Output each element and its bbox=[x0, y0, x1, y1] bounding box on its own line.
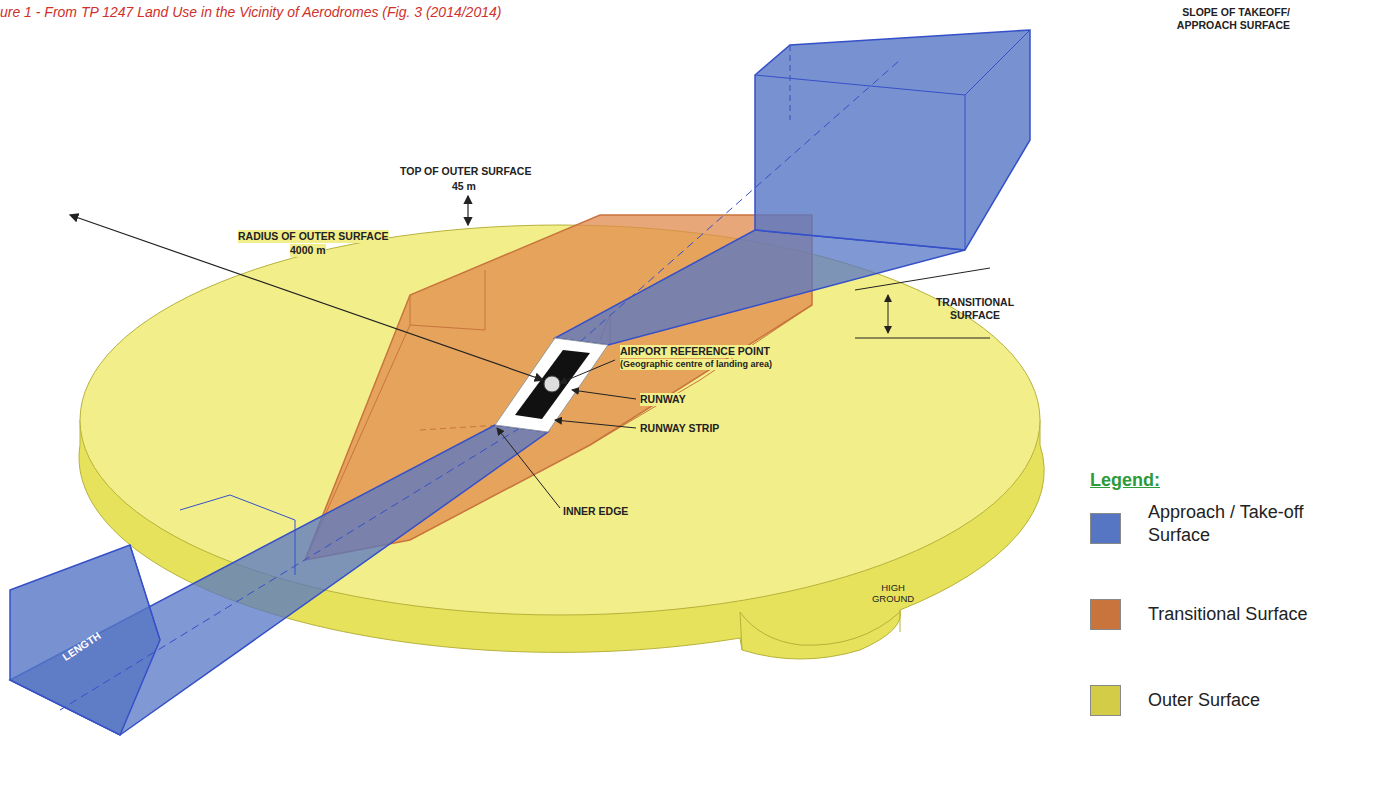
dimension-label: TOP OF OUTER SURFACE bbox=[400, 165, 531, 178]
approach-centreline bbox=[580, 60, 900, 342]
terrain-label: HIGH GROUND bbox=[868, 582, 918, 605]
part-label: RUNWAY STRIP bbox=[640, 422, 719, 435]
figure-caption: ure 1 - From TP 1247 Land Use in the Vic… bbox=[0, 4, 501, 20]
legend-title: Legend: bbox=[1090, 470, 1160, 491]
leader-line bbox=[855, 268, 990, 290]
leader-line bbox=[855, 338, 990, 339]
dimension-value: 45 m bbox=[452, 180, 476, 193]
approach-surface-box bbox=[10, 545, 160, 735]
part-label: RUNWAY bbox=[640, 393, 686, 406]
leader-line bbox=[555, 420, 636, 428]
reference-point-symbol bbox=[544, 376, 560, 392]
approach-edge bbox=[965, 95, 966, 250]
radius-arrow bbox=[70, 215, 543, 380]
part-label: INNER EDGE bbox=[563, 505, 628, 518]
part-label: AIRPORT REFERENCE POINT bbox=[620, 345, 770, 358]
approach-surface-box bbox=[755, 30, 1030, 250]
height-arrow bbox=[467, 196, 468, 225]
leader-line bbox=[560, 360, 615, 383]
approach-edge bbox=[130, 545, 160, 640]
high-ground bbox=[740, 612, 900, 645]
approach-surface bbox=[555, 230, 965, 345]
approach-edge bbox=[790, 45, 791, 120]
legend-swatch bbox=[1090, 513, 1121, 544]
legend-swatch bbox=[1090, 685, 1121, 716]
leader-line bbox=[572, 390, 636, 399]
approach-edge bbox=[180, 495, 295, 520]
runway-strip bbox=[495, 338, 608, 432]
dimension-label: RADIUS OF OUTER SURFACE bbox=[238, 230, 389, 243]
approach-centreline bbox=[60, 428, 520, 710]
runway bbox=[515, 350, 590, 419]
approach-surface bbox=[10, 425, 548, 735]
part-note: (Geographic centre of landing area) bbox=[620, 359, 772, 370]
legend-swatch bbox=[1090, 599, 1121, 630]
surface-label: SLOPE OF TAKEOFF/ APPROACH SURFACE bbox=[1165, 6, 1290, 31]
approach-edge bbox=[295, 520, 296, 575]
dimension-value: 4000 m bbox=[290, 244, 326, 257]
high-ground-edge bbox=[740, 612, 742, 650]
height-arrow bbox=[888, 295, 889, 333]
high-ground-edge bbox=[900, 610, 901, 632]
surface-label: TRANSITIONAL SURFACE bbox=[925, 296, 1025, 321]
leader-line bbox=[497, 428, 560, 508]
legend-text: Outer Surface bbox=[1148, 689, 1348, 712]
legend-text: Transitional Surface bbox=[1148, 603, 1348, 626]
approach-edge bbox=[755, 30, 1030, 95]
legend-text: Approach / Take-off Surface bbox=[1148, 501, 1348, 546]
transitional-edge bbox=[410, 270, 485, 330]
